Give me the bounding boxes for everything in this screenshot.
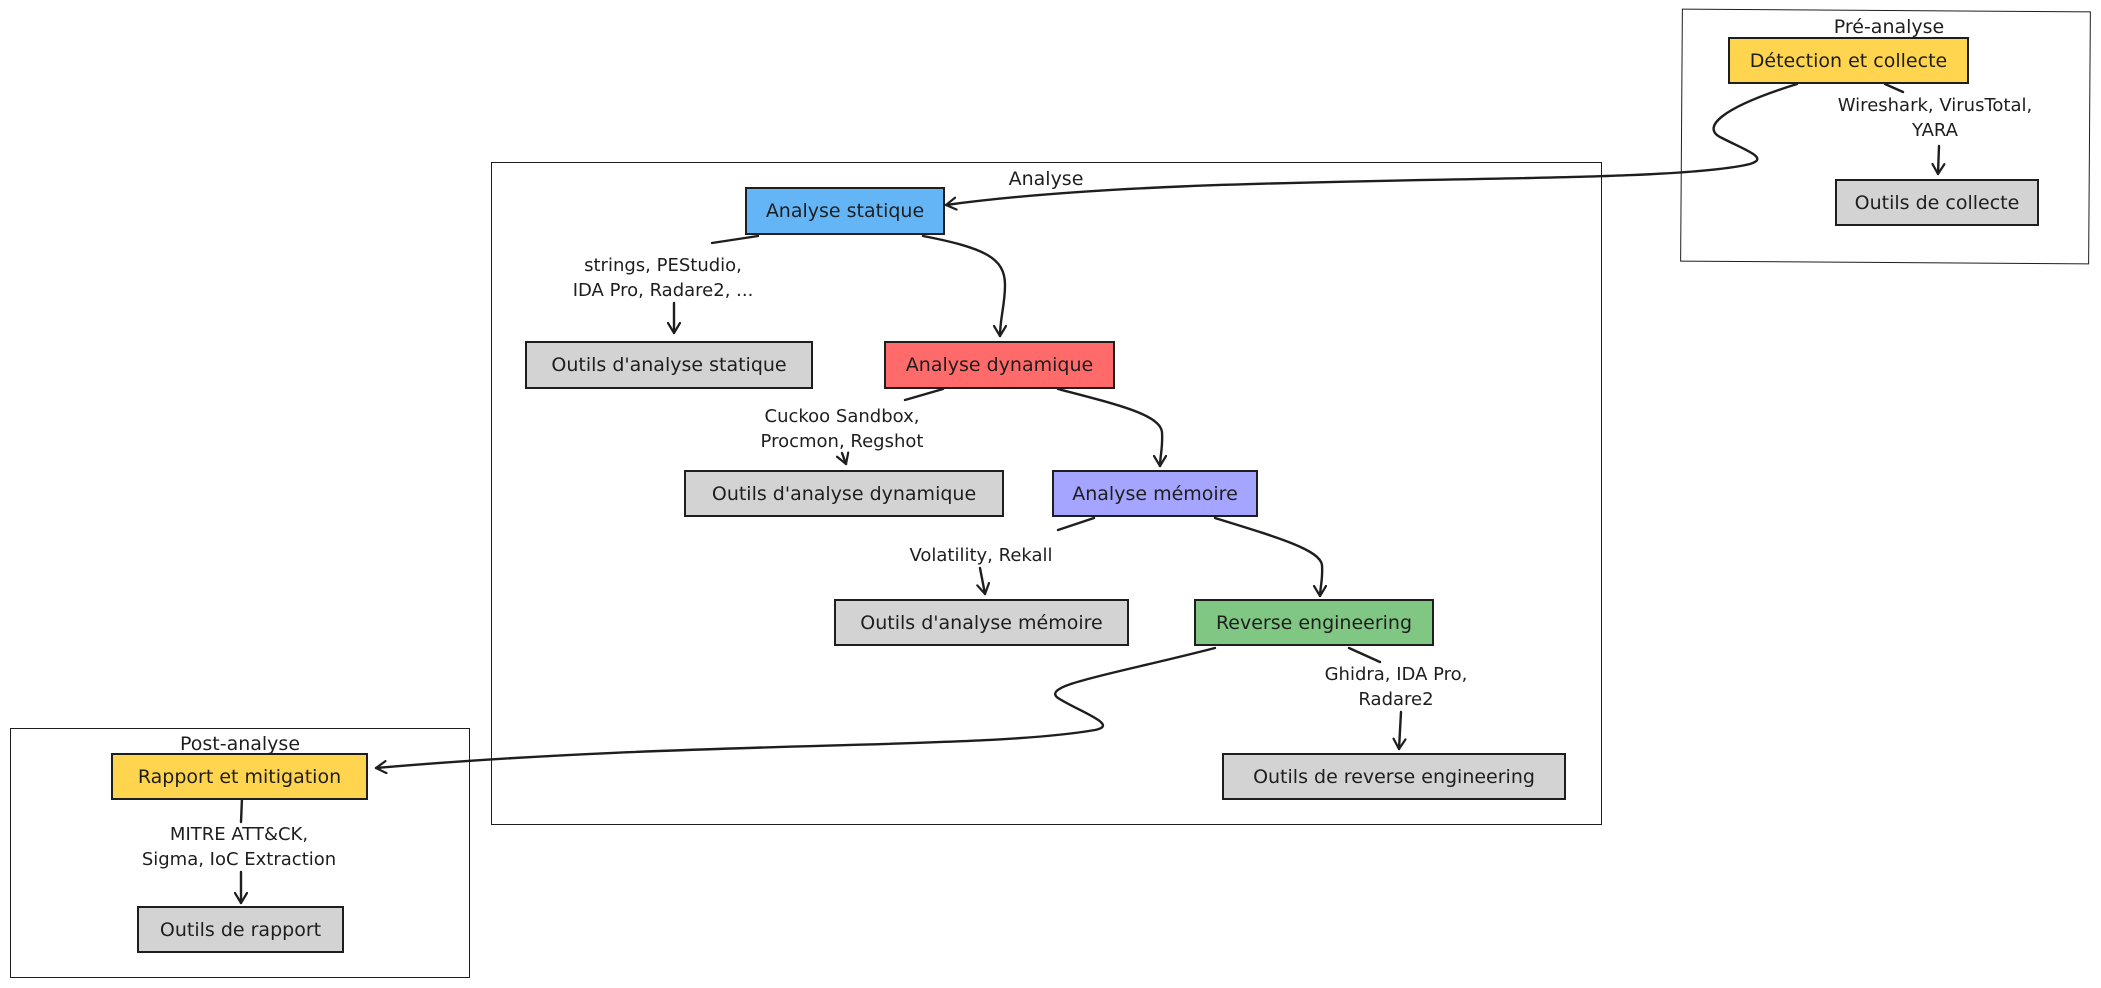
edge-label-line: Sigma, IoC Extraction <box>141 849 337 870</box>
edge-label-rapport: MITRE ATT&CK, Sigma, IoC Extraction <box>142 822 336 872</box>
node-label: Outils d'analyse statique <box>551 354 787 376</box>
edge-label-line: MITRE ATT&CK, <box>169 824 309 845</box>
group-frame-analyse <box>491 162 1602 825</box>
node-analyse-memoire[interactable]: Analyse mémoire <box>1052 470 1258 517</box>
group-label-analyse: Analyse <box>1008 168 1084 190</box>
edge-label-line: YARA <box>1911 120 1958 141</box>
edge-detection-to-collect-tools <box>1883 82 1905 94</box>
node-outils-de-collecte[interactable]: Outils de collecte <box>1835 179 2039 226</box>
edge-collect-label-to-tools <box>1938 144 1939 176</box>
edge-static-to-tools <box>710 234 760 245</box>
node-rapport-et-mitigation[interactable]: Rapport et mitigation <box>111 753 368 800</box>
node-outils-analyse-dynamique[interactable]: Outils d'analyse dynamique <box>684 470 1004 517</box>
node-analyse-dynamique[interactable]: Analyse dynamique <box>884 341 1115 389</box>
edge-label-line: Procmon, Regshot <box>760 431 924 452</box>
group-frame-post-analyse <box>10 728 470 978</box>
node-label: Outils de collecte <box>1854 191 2020 214</box>
edge-label-line: Wireshark, VirusTotal, <box>1837 95 2033 116</box>
edge-label-line: Cuckoo Sandbox, <box>764 406 920 427</box>
node-label: Outils de rapport <box>159 918 322 941</box>
edge-label-statique: strings, PEStudio, IDA Pro, Radare2, ... <box>573 253 754 303</box>
edge-dynamic-to-memory <box>1056 387 1162 468</box>
node-outils-analyse-statique[interactable]: Outils d'analyse statique <box>525 341 813 389</box>
edge-memory-to-reverse <box>1213 516 1322 598</box>
edge-label-collecte: Wireshark, VirusTotal, YARA <box>1838 93 2032 143</box>
node-detection-et-collecte[interactable]: Détection et collecte <box>1728 37 1969 84</box>
node-outils-reverse-engineering[interactable]: Outils de reverse engineering <box>1222 753 1566 800</box>
node-label: Détection et collecte <box>1749 49 1948 72</box>
node-analyse-statique[interactable]: Analyse statique <box>745 187 945 235</box>
node-label: Outils d'analyse mémoire <box>860 611 1103 634</box>
edge-label-memoire: Volatility, Rekall <box>909 543 1052 568</box>
node-reverse-engineering[interactable]: Reverse engineering <box>1194 599 1434 646</box>
edge-dynamic-label-to-tools <box>842 453 846 466</box>
edge-label-dynamique: Cuckoo Sandbox, Procmon, Regshot <box>761 404 924 454</box>
edge-detection-to-static <box>944 82 1799 205</box>
edge-label-reverse: Ghidra, IDA Pro, Radare2 <box>1325 662 1468 712</box>
edge-memory-label-to-tools <box>980 566 985 596</box>
edge-reverse-label-to-tools <box>1399 710 1401 751</box>
edge-label-line: Volatility, Rekall <box>909 545 1053 566</box>
edge-reverse-to-report <box>374 646 1217 768</box>
node-label: Analyse mémoire <box>1072 482 1238 505</box>
node-label: Reverse engineering <box>1215 611 1413 634</box>
edge-memory-to-tools <box>1056 516 1096 532</box>
edge-report-to-tools <box>239 796 244 824</box>
node-label: Analyse dynamique <box>905 354 1094 376</box>
node-outils-de-rapport[interactable]: Outils de rapport <box>137 906 344 953</box>
edge-label-line: strings, PEStudio, <box>584 255 742 276</box>
node-outils-analyse-memoire[interactable]: Outils d'analyse mémoire <box>834 599 1129 646</box>
edge-label-line: IDA Pro, Radare2, ... <box>572 280 754 301</box>
node-label: Rapport et mitigation <box>137 765 342 788</box>
node-label: Outils de reverse engineering <box>1253 765 1535 788</box>
edge-static-to-dynamic <box>921 234 1005 338</box>
node-label: Analyse statique <box>765 200 925 222</box>
edge-label-line: Ghidra, IDA Pro, <box>1324 664 1468 685</box>
edge-reverse-to-tools <box>1347 646 1382 664</box>
group-label-post-analyse: Post-analyse <box>179 733 301 755</box>
node-label: Outils d'analyse dynamique <box>711 482 977 505</box>
edge-dynamic-to-tools <box>903 387 945 402</box>
group-label-pre-analyse: Pré-analyse <box>1833 16 1945 38</box>
edge-label-line: Radare2 <box>1358 689 1434 710</box>
